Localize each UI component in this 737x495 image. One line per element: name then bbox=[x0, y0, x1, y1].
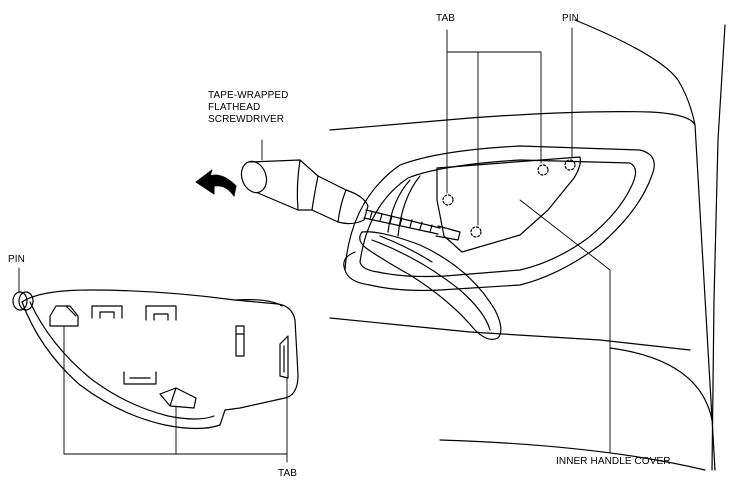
pin-label-left: PIN bbox=[8, 254, 25, 265]
handle-cover-detail-view bbox=[12, 289, 299, 430]
pin-label-top: PIN bbox=[562, 13, 579, 24]
screwdriver-label-line-2: FLATHEAD bbox=[208, 102, 261, 113]
screwdriver-label-line-1: TAPE-WRAPPED bbox=[208, 90, 289, 101]
tab-label-top: TAB bbox=[436, 13, 456, 24]
leader-lines bbox=[18, 27, 611, 463]
inner-handle-cover-label: INNER HANDLE COVER bbox=[556, 456, 671, 467]
door-handle-lever bbox=[359, 231, 502, 340]
tab-label-bottom: TAB bbox=[278, 468, 298, 479]
inner-handle-cover-on-door bbox=[436, 156, 581, 253]
screwdriver-label: TAPE-WRAPPED FLATHEAD SCREWDRIVER bbox=[208, 90, 328, 126]
screwdriver-label-line-3: SCREWDRIVER bbox=[208, 114, 285, 125]
handle-bezel bbox=[343, 145, 655, 292]
motion-arrow-icon bbox=[195, 169, 237, 197]
door-trim-panel bbox=[329, 19, 726, 471]
screwdriver bbox=[240, 159, 461, 241]
